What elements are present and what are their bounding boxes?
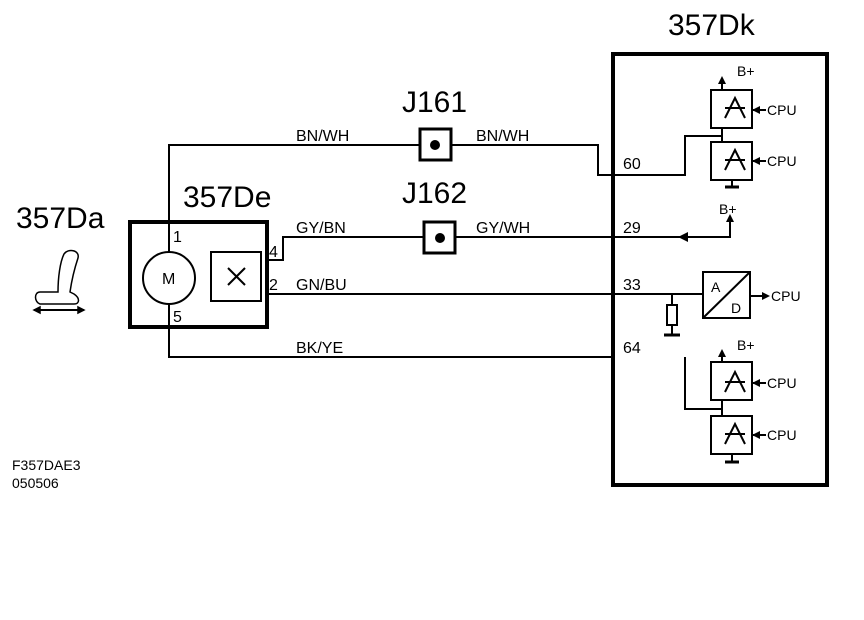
- cpu-arrow-2: [752, 157, 760, 165]
- cpu-arrow-5: [752, 431, 760, 439]
- bplus-label-3: B+: [737, 337, 755, 353]
- module-box: [611, 52, 829, 487]
- wire-label-bn-wh-left: BN/WH: [296, 128, 349, 145]
- bplus-label-1: B+: [737, 63, 755, 79]
- connector-j161-pin: [430, 140, 440, 150]
- connector-j161-label: J161: [402, 86, 467, 119]
- motor-pin-1: 1: [173, 229, 182, 246]
- wire-bn-wh: [168, 144, 613, 252]
- motor-unit-title: 357De: [183, 181, 271, 214]
- sense-arrow: [678, 232, 688, 242]
- seat-icon: [32, 249, 86, 315]
- motor-label: M: [162, 271, 175, 288]
- module-title: 357Dk: [668, 9, 756, 42]
- wire-label-gy-wh: GY/WH: [476, 220, 530, 237]
- seat-title: 357Da: [16, 202, 105, 235]
- cpu-arrow-4: [752, 379, 760, 387]
- bplus-arrow-2: [726, 214, 734, 222]
- wire-bk-ye: [168, 304, 613, 358]
- motor-unit-box: [128, 220, 269, 329]
- cpu-arrow-1: [752, 106, 760, 114]
- wire-label-gy-bn: GY/BN: [296, 220, 346, 237]
- cpu-label-2: CPU: [767, 153, 797, 169]
- wire-label-gn-bu: GN/BU: [296, 277, 347, 294]
- bplus-label-2: B+: [719, 201, 737, 217]
- wire-label-bn-wh-right: BN/WH: [476, 128, 529, 145]
- cpu-label-1: CPU: [767, 102, 797, 118]
- diagram-date: 050506: [12, 475, 59, 491]
- module-pin-29: 29: [623, 220, 641, 237]
- adc-label-a: A: [711, 279, 721, 295]
- module-pin-33: 33: [623, 277, 641, 294]
- motor-pin-4: 4: [269, 244, 278, 261]
- diagram-code: F357DAE3: [12, 457, 81, 473]
- cpu-label-5: CPU: [767, 427, 797, 443]
- adc-cpu-arrow: [762, 292, 770, 300]
- bplus-sense: [613, 218, 731, 238]
- driver-pair-bottom: [684, 353, 766, 464]
- connector-j162-pin: [435, 233, 445, 243]
- adc-label-d: D: [731, 300, 741, 316]
- cpu-label-3: CPU: [771, 288, 801, 304]
- sensor-cross-icon: [227, 267, 246, 286]
- cpu-label-4: CPU: [767, 375, 797, 391]
- module-pin-64: 64: [623, 340, 641, 357]
- motor-pin-2: 2: [269, 277, 278, 294]
- adc-converter: [613, 271, 766, 337]
- bplus-arrow-1: [718, 76, 726, 84]
- sensor-box: [210, 251, 262, 302]
- motor-pin-5: 5: [173, 309, 182, 326]
- module-pin-60: 60: [623, 156, 641, 173]
- connector-j162-label: J162: [402, 177, 467, 210]
- wire-label-bk-ye: BK/YE: [296, 340, 343, 357]
- bplus-arrow-3: [718, 349, 726, 357]
